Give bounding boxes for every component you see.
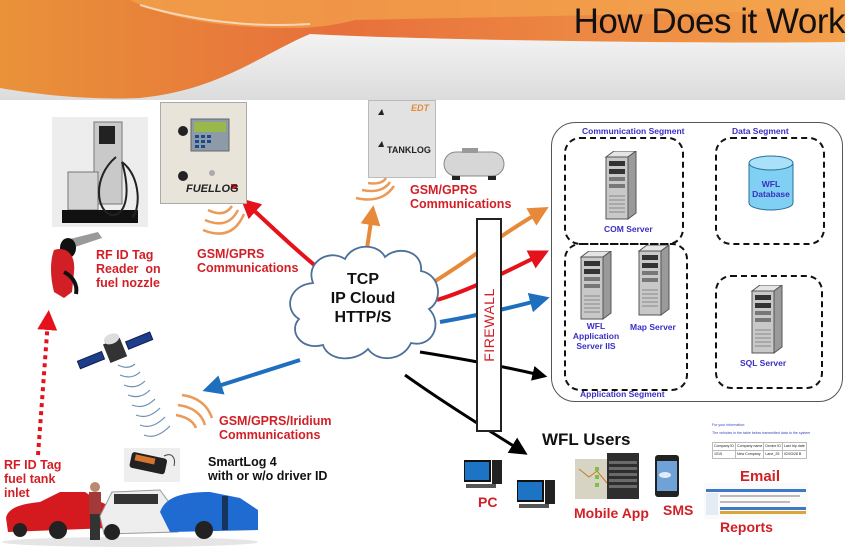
fuel-tank-label: RF ID Tag fuel tank inlet (4, 458, 62, 500)
pc-label: PC (478, 494, 498, 510)
satellite-signal (117, 363, 171, 437)
banner-swoosh (0, 0, 845, 100)
application-segment (564, 243, 688, 391)
email-header-cell: Company ID (712, 442, 736, 451)
fuel-pump-image (52, 117, 148, 227)
database-icon (748, 155, 794, 216)
email-preview-table: Company ID Company name Device ID Last t… (712, 442, 807, 459)
signal-waves-vehicle (175, 393, 214, 429)
pc-icon (463, 460, 506, 495)
app-server-icon (579, 250, 613, 326)
fuel-nozzle-label: RF ID Tag Reader on fuel nozzle (96, 248, 161, 290)
data-segment-label: Data Segment (732, 126, 789, 136)
email-header-cell: Last trip date (781, 442, 807, 451)
tanklog-device: EDT TANKLOG (368, 100, 436, 178)
data-segment (715, 137, 825, 245)
smartlog-device-image (124, 448, 180, 482)
com-server-label: COM Server (604, 224, 653, 234)
fuellog-comm-label: GSM/GPRS Communications (197, 247, 299, 275)
mobile-app-image (575, 453, 639, 499)
map-server-icon (637, 244, 671, 322)
vehicle-comm-label: GSM/GPRS/Iridium Communications (219, 414, 332, 442)
firewall-label: FIREWALL (481, 288, 497, 362)
firewall: FIREWALL (476, 218, 502, 432)
arrow-fuel-tank-to-nozzle (36, 310, 58, 456)
email-preview: For your information: The vehicles in th… (712, 423, 836, 467)
email-preview-line1: For your information: (712, 423, 746, 427)
mobile-app-label: Mobile App (574, 505, 649, 521)
fuel-tank-image (440, 148, 508, 182)
fuellog-brand: FUELLOG (186, 183, 239, 195)
email-cell: Lane_25 (763, 450, 783, 459)
server-diagram: Communication Segment Data Segment Appli… (551, 122, 843, 402)
communication-segment-label: Communication Segment (582, 126, 685, 136)
arrow-to-wfl-users (404, 373, 528, 455)
email-preview-line2: The vehicles in the table below transmit… (712, 431, 811, 435)
sms-label: SMS (663, 502, 694, 518)
email-header-cell: Device ID (763, 442, 783, 451)
blue-car (160, 492, 258, 539)
page-title: How Does it Work (573, 2, 845, 41)
arrow-cloud-to-fuellog (240, 198, 320, 270)
cloud-label: TCP IP Cloud HTTP/S (330, 271, 396, 326)
white-car (99, 489, 179, 540)
signal-waves-fuellog (202, 205, 246, 235)
com-server-icon (604, 150, 638, 226)
arrow-cloud-to-vehicle (202, 358, 301, 395)
reports-preview (704, 483, 808, 519)
map-server-label: Map Server (630, 322, 676, 332)
signal-waves-tanklog (355, 177, 396, 201)
email-label: Email (740, 468, 781, 485)
email-cell: 02/03/28 B (781, 450, 807, 459)
satellite-icon (76, 330, 156, 375)
pc-icon-2 (516, 480, 559, 515)
header-banner: How Does it Work (0, 0, 845, 100)
smartlog-label: SmartLog 4 with or w/o driver ID (208, 455, 328, 483)
vehicles-image (0, 478, 262, 548)
database-label: WFL Database (752, 179, 790, 199)
tanklog-comm-label: GSM/GPRS Communications (410, 183, 512, 211)
sql-server-label: SQL Server (740, 358, 787, 368)
sql-segment (715, 275, 823, 389)
sql-server-icon (750, 284, 784, 360)
application-segment-label: Application Segment (580, 389, 665, 399)
email-header-cell: Company name (734, 442, 765, 451)
app-server-label: WFL Application Server IIS (572, 321, 620, 351)
fuel-nozzle-image (48, 232, 106, 300)
tanklog-logo: EDT (411, 103, 429, 113)
reports-label: Reports (720, 519, 773, 535)
fuellog-device: FUELLOG (160, 102, 247, 204)
phone-icon (655, 455, 681, 504)
ip-cloud: TCP IP Cloud HTTP/S (283, 243, 443, 363)
person (89, 482, 101, 540)
red-car (6, 492, 111, 539)
email-cell: 1015 (712, 450, 736, 459)
wfl-users-title: WFL Users (542, 430, 631, 449)
email-cell: New Company (734, 450, 765, 459)
tanklog-brand: TANKLOG (387, 145, 431, 155)
